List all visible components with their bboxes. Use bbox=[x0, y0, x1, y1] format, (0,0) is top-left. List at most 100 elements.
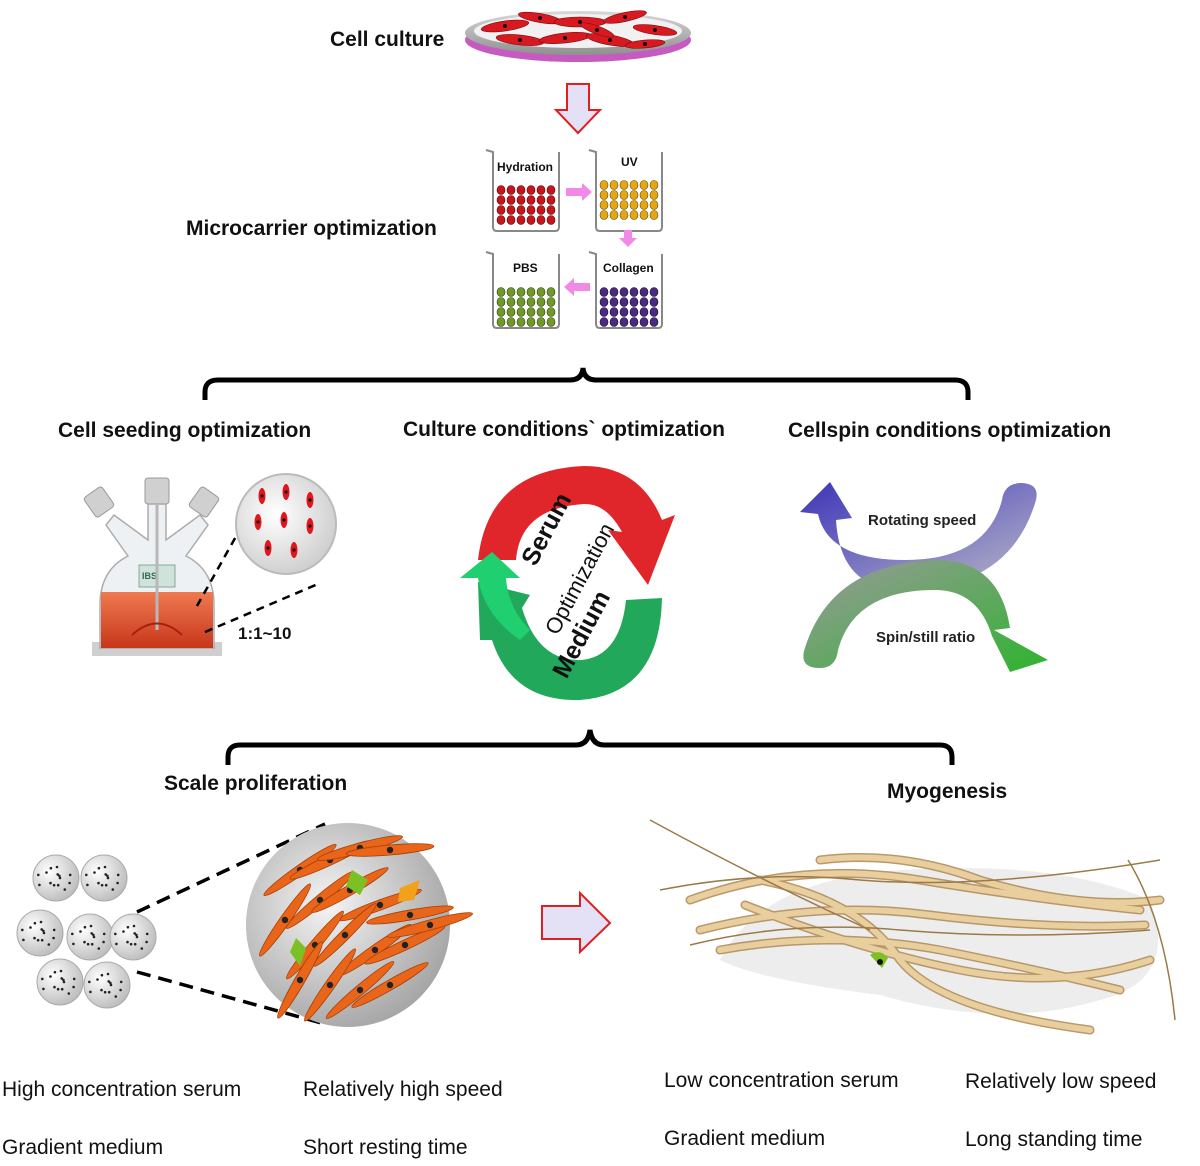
bead bbox=[516, 317, 526, 327]
bead bbox=[496, 195, 506, 205]
bead-dot bbox=[104, 873, 107, 876]
bead-dot bbox=[52, 936, 55, 940]
bead bbox=[649, 297, 659, 307]
right-arrow-icon bbox=[541, 890, 612, 955]
bead bbox=[609, 180, 619, 190]
bead bbox=[649, 287, 659, 297]
bead bbox=[639, 287, 649, 297]
bead bbox=[496, 317, 506, 327]
bead bbox=[536, 185, 546, 195]
bead bbox=[609, 200, 619, 210]
bead-dot bbox=[109, 981, 112, 985]
myotube-bundle-icon bbox=[649, 819, 1176, 1035]
bead bbox=[629, 180, 639, 190]
bead bbox=[536, 297, 546, 307]
bead bbox=[526, 307, 536, 317]
bead bbox=[506, 297, 516, 307]
bead bbox=[639, 210, 649, 220]
myo-speed: Relatively low speed bbox=[965, 1070, 1157, 1093]
bead-dot bbox=[22, 938, 25, 942]
bead-dot bbox=[119, 988, 122, 992]
bead bbox=[536, 195, 546, 205]
bead-dot bbox=[72, 977, 76, 981]
myotube-highlight bbox=[757, 877, 1093, 1033]
bead bbox=[649, 200, 659, 210]
bead-dot bbox=[68, 881, 71, 885]
bead bbox=[639, 307, 649, 317]
seeding-zoom-circle bbox=[195, 473, 337, 634]
bead-dot bbox=[49, 866, 53, 870]
bead bbox=[83, 961, 131, 1009]
bead bbox=[599, 287, 609, 297]
bead-dot bbox=[97, 866, 101, 870]
cellspin-arrows-icon bbox=[800, 482, 1048, 672]
bead bbox=[609, 287, 619, 297]
cell-nucleus bbox=[326, 981, 334, 989]
cell-nucleus bbox=[284, 490, 288, 494]
seeding-ratio-label: 1:1~10 bbox=[238, 624, 292, 643]
bead bbox=[536, 307, 546, 317]
bead bbox=[506, 195, 516, 205]
bead bbox=[619, 287, 629, 297]
proliferation-zoom-circle bbox=[246, 823, 473, 1027]
bead bbox=[609, 190, 619, 200]
bead-dot bbox=[107, 990, 111, 994]
spinner-flask-icon: IBS bbox=[83, 477, 222, 656]
step-cellspin-conditions: Cellspin conditions optimization bbox=[788, 419, 1112, 442]
bead-dot bbox=[72, 942, 75, 946]
bead-dot bbox=[126, 940, 129, 944]
bead-dot bbox=[96, 978, 99, 981]
bead bbox=[506, 317, 516, 327]
bead-dot bbox=[42, 931, 46, 935]
bead bbox=[80, 854, 128, 902]
bead bbox=[516, 307, 526, 317]
bead bbox=[546, 185, 556, 195]
cell-nucleus bbox=[316, 896, 324, 904]
bead bbox=[629, 307, 639, 317]
bead bbox=[496, 215, 506, 225]
bead-dot bbox=[83, 940, 86, 944]
cellspin-rotating-speed: Rotating speed bbox=[868, 512, 977, 529]
bead-dot bbox=[29, 926, 32, 929]
bead bbox=[526, 205, 536, 215]
bead bbox=[546, 297, 556, 307]
step-myogenesis: Myogenesis bbox=[887, 780, 1008, 803]
cell-nucleus bbox=[266, 546, 270, 550]
prolif-serum: High concentration serum bbox=[2, 1078, 242, 1101]
bead-dot bbox=[103, 990, 107, 994]
bead-dot bbox=[102, 940, 105, 944]
step-scale-proliferation: Scale proliferation bbox=[164, 772, 348, 795]
bead bbox=[639, 200, 649, 210]
bead bbox=[16, 909, 64, 957]
myo-time: Long standing time bbox=[965, 1128, 1143, 1151]
myotube-highlight bbox=[742, 902, 1153, 981]
bead-dot bbox=[103, 865, 107, 869]
bead-dot bbox=[145, 932, 149, 936]
cellspin-spin-still-ratio: Spin/still ratio bbox=[876, 629, 976, 646]
bead bbox=[526, 317, 536, 327]
bead-dot bbox=[122, 930, 125, 933]
bead bbox=[619, 317, 629, 327]
lower-brace-icon bbox=[225, 729, 955, 765]
bead-dot bbox=[116, 881, 119, 885]
bead-dot bbox=[60, 977, 63, 980]
bead bbox=[526, 185, 536, 195]
bead bbox=[536, 215, 546, 225]
bead bbox=[506, 287, 516, 297]
arrow-right-icon bbox=[566, 183, 592, 201]
bead-dot bbox=[49, 975, 52, 978]
bead-dot bbox=[92, 933, 95, 937]
bead bbox=[609, 210, 619, 220]
bead bbox=[526, 195, 536, 205]
step-cell-seeding: Cell seeding optimization bbox=[58, 419, 312, 442]
cell-nucleus bbox=[386, 846, 394, 854]
bead bbox=[36, 958, 84, 1006]
bead bbox=[619, 200, 629, 210]
bead bbox=[506, 185, 516, 195]
bead bbox=[546, 215, 556, 225]
bead bbox=[619, 307, 629, 317]
upper-brace-icon bbox=[202, 367, 971, 400]
beaker-label-hydration: Hydration bbox=[497, 160, 554, 174]
prolif-time: Short resting time bbox=[303, 1136, 468, 1159]
